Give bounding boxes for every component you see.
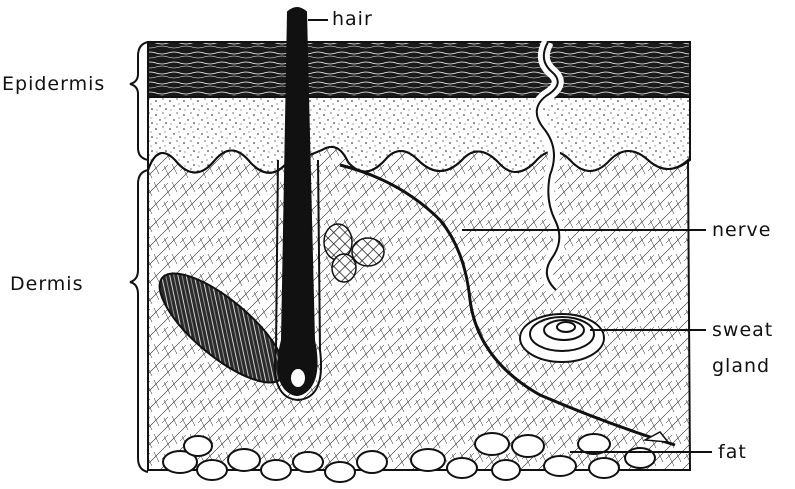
nerve-label: nerve xyxy=(712,219,771,241)
gland-label: gland xyxy=(712,355,770,377)
dermis-label: Dermis xyxy=(10,273,83,295)
sweat-gland xyxy=(520,314,604,362)
hair-papilla xyxy=(291,369,305,387)
epidermis-bracket xyxy=(130,42,148,160)
epidermis-label: Epidermis xyxy=(2,73,105,95)
dermis-bracket xyxy=(130,170,148,472)
hair-label: hair xyxy=(332,8,373,30)
sweat-label: sweat xyxy=(712,319,773,341)
fat-label: fat xyxy=(718,441,747,463)
epidermis-outer-layer xyxy=(148,42,690,97)
